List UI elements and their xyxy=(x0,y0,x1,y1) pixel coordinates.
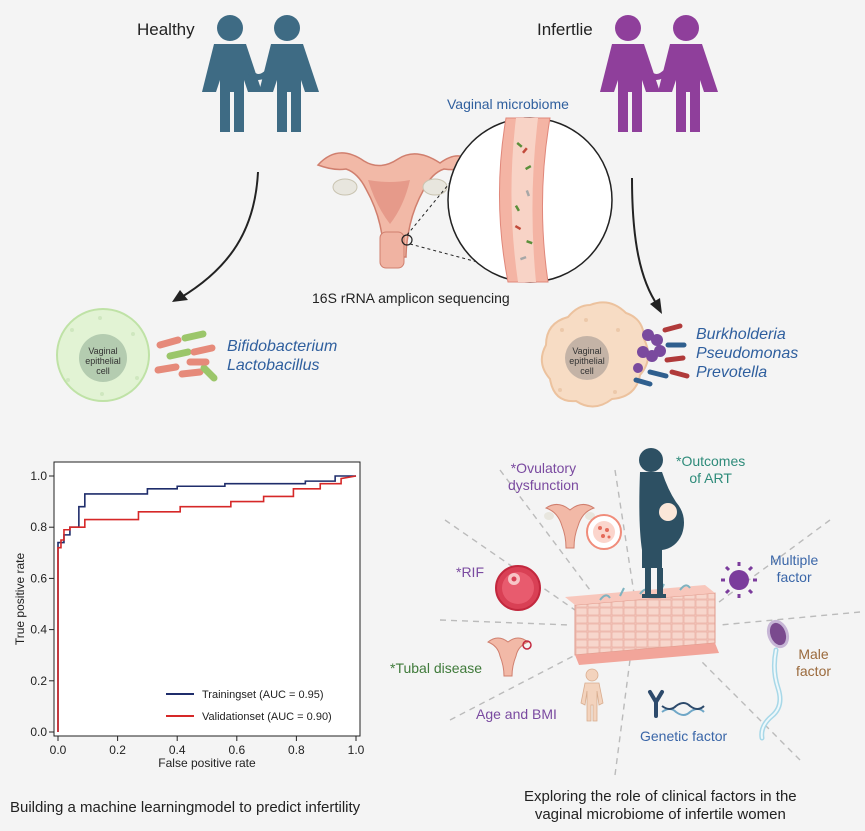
y-tick-label: 0.6 xyxy=(30,571,47,585)
multiple-factor-icon xyxy=(721,562,757,598)
microbiome-label: Vaginal microbiome xyxy=(447,96,569,112)
factor-age-bmi: Age and BMI xyxy=(476,706,557,722)
healthy-bacteria-list: Bifidobacterium Lactobacillus xyxy=(227,337,337,375)
infertile-label: Infertlie xyxy=(537,20,593,39)
factors-caption: Exploring the role of clinical factors i… xyxy=(524,788,797,823)
y-tick-label: 0.2 xyxy=(30,674,47,688)
x-tick-label: 0.6 xyxy=(228,743,245,757)
x-tick-label: 0.2 xyxy=(109,743,126,757)
tubal-uterus-icon xyxy=(487,637,532,677)
infertile-cell-icon xyxy=(540,301,650,408)
infertile-bacteria-list: Burkholderia Pseudomonas Prevotella xyxy=(696,325,798,382)
bacteria-name: Burkholderia xyxy=(696,326,786,343)
x-axis-label: False positive rate xyxy=(158,756,256,770)
bacteria-name: Bifidobacterium xyxy=(227,338,338,355)
person-icon xyxy=(580,668,604,722)
y-tick-label: 0.8 xyxy=(30,520,47,534)
bacteria-name: Pseudomonas xyxy=(696,345,799,362)
genetic-factor-icon xyxy=(648,690,705,718)
rif-cell-icon xyxy=(495,565,541,611)
factor-tubal-disease: *Tubal disease xyxy=(390,660,483,676)
factor-rif: *RIF xyxy=(456,564,484,580)
legend-entry: Trainingset (AUC = 0.95) xyxy=(202,689,324,701)
roc-line-training xyxy=(57,475,356,732)
roc-chart: 0.00.0 0.2 0.2 0.4 0.4 0.6 0.6 0.8 0.8 1.0 1.0Fals… xyxy=(13,461,365,770)
bacteria-name: Lactobacillus xyxy=(227,357,320,374)
arrow-infertile-icon xyxy=(631,177,659,307)
x-tick-label: 0.8 xyxy=(288,743,305,757)
legend-entry: Validationset (AUC = 0.90) xyxy=(202,711,332,723)
healthy-cell-icon xyxy=(56,308,150,402)
factor-genetic: Genetic factor xyxy=(640,728,728,744)
chart-caption: Building a machine learningmodel to pred… xyxy=(10,799,361,816)
microbiome-zoom-icon xyxy=(447,117,613,283)
y-tick-label: 1.0 xyxy=(30,469,47,483)
y-tick-label: 0.0 xyxy=(30,725,47,739)
vaginal-tissue-icon xyxy=(565,583,719,665)
pregnant-woman-icon xyxy=(639,448,684,598)
ovulatory-uterus-icon xyxy=(544,504,622,550)
sequencing-label: 16S rRNA amplicon sequencing xyxy=(312,290,510,306)
y-tick-label: 0.4 xyxy=(30,623,47,637)
factor-divider-lines xyxy=(439,469,861,776)
x-tick-label: 0.4 xyxy=(169,743,186,757)
sperm-icon xyxy=(759,619,790,741)
plot-frame xyxy=(53,461,361,737)
x-tick-label: 1.0 xyxy=(348,743,365,757)
bacteria-name: Prevotella xyxy=(696,364,768,381)
healthy-label: Healthy xyxy=(137,20,195,39)
x-tick-label: 0.0 xyxy=(50,743,67,757)
infertile-women-icon xyxy=(600,15,718,132)
healthy-women-icon xyxy=(202,15,319,132)
arrow-healthy-icon xyxy=(179,171,259,299)
roc-line-validation xyxy=(57,475,357,732)
infertile-bacteria-icon xyxy=(633,323,690,387)
healthy-bacteria-icon xyxy=(154,330,218,382)
y-axis-label: True positive rate xyxy=(13,553,27,646)
